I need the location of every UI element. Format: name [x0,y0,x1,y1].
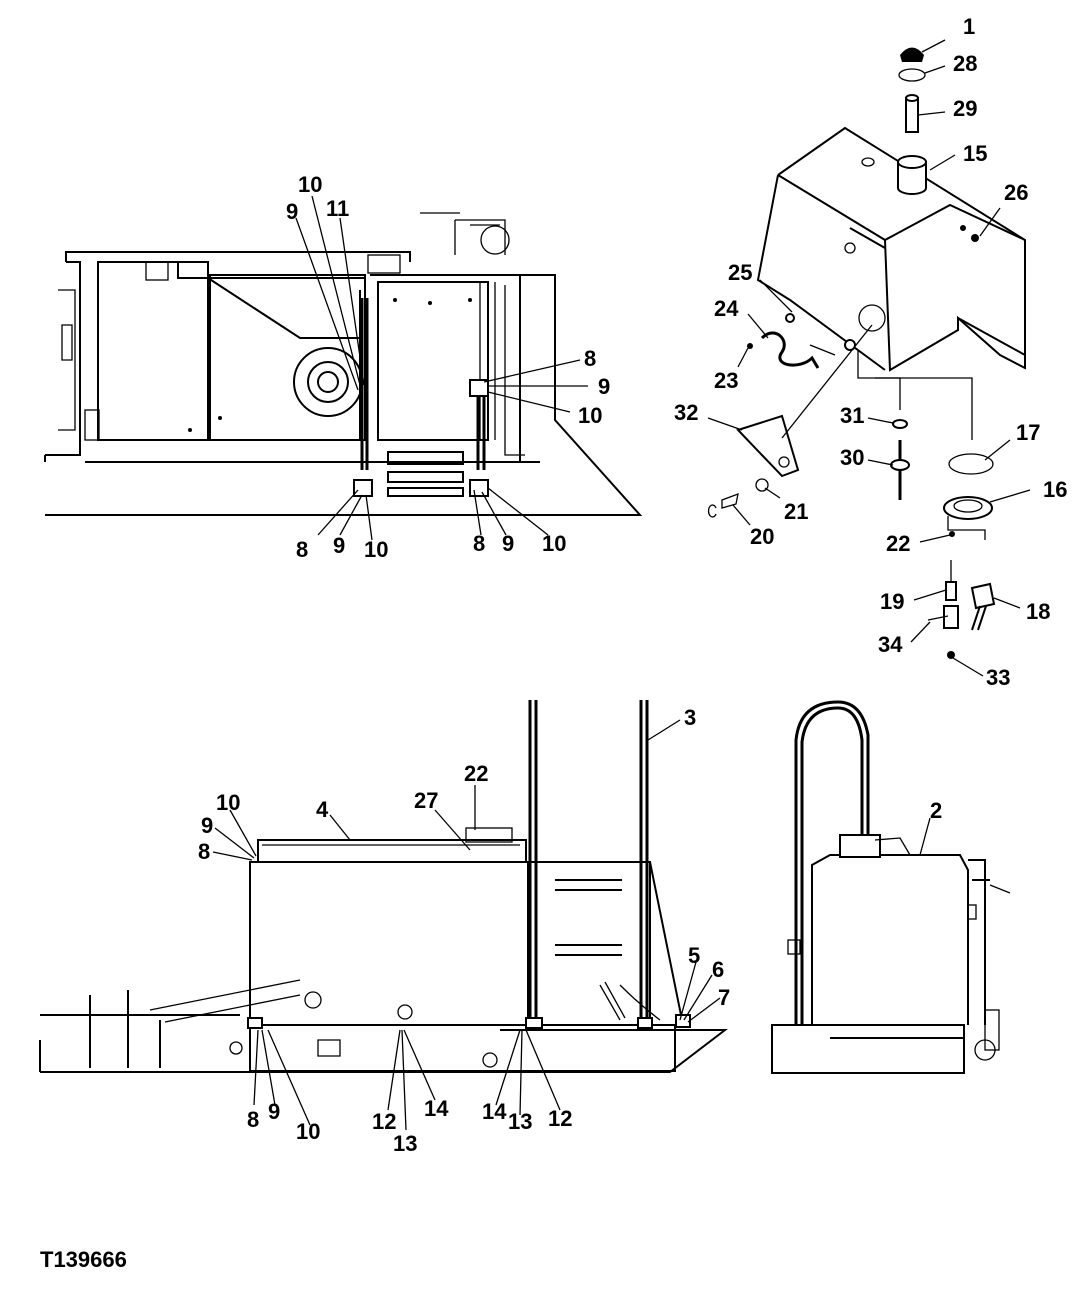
callout-13-side-left: 13 [393,1131,417,1156]
callout-9-plan-top: 9 [286,199,298,224]
callout-24: 24 [714,296,739,321]
callout-8-plan-right: 8 [584,346,596,371]
callout-21: 21 [784,499,808,524]
callout-31: 31 [840,403,864,428]
callout-17: 17 [1016,420,1040,445]
callout-16: 16 [1043,477,1067,502]
callout-1: 1 [963,14,975,39]
callout-8-side-top: 8 [198,839,210,864]
callout-9-side-top: 9 [201,813,213,838]
callout-20: 20 [750,524,774,549]
callout-6: 6 [712,957,724,982]
callout-10-side-bottom: 10 [296,1119,320,1144]
callout-8-plan-bottom-left: 8 [296,537,308,562]
callout-18: 18 [1026,599,1050,624]
callout-27: 27 [414,788,438,813]
callout-32: 32 [674,400,698,425]
callout-labels: 1 28 29 15 26 25 24 23 32 31 30 17 16 21… [40,14,1067,1272]
tank-exploded-view [707,47,1026,659]
callout-10-plan-bottom-left: 10 [364,537,388,562]
callout-25: 25 [728,260,752,285]
callout-11: 11 [326,196,349,221]
tank-end-view [771,700,1011,1074]
callout-12-side-right: 12 [548,1106,572,1131]
callout-2: 2 [930,798,942,823]
callout-10-plan-top: 10 [298,172,322,197]
callout-28: 28 [953,51,977,76]
figure-id: T139666 [40,1247,127,1272]
callout-19: 19 [880,589,904,614]
callout-13-side-right: 13 [508,1109,532,1134]
callout-30: 30 [840,445,864,470]
callout-14-side-left: 14 [424,1096,449,1121]
callout-14-side-right: 14 [482,1099,507,1124]
callout-22-side: 22 [464,761,488,786]
callout-12-side-left: 12 [372,1109,396,1134]
callout-8-side-bottom: 8 [247,1107,259,1132]
callout-22-top: 22 [886,531,910,556]
callout-8-plan-bottom-right: 8 [473,531,485,556]
callout-10-plan-bottom-right: 10 [542,531,566,556]
tank-side-view [39,700,728,1073]
callout-5: 5 [688,943,700,968]
callout-9-plan-bottom-left: 9 [333,533,345,558]
frame-plan-view [44,212,643,516]
callout-3: 3 [684,705,696,730]
callout-33: 33 [986,665,1010,690]
callout-34: 34 [878,632,903,657]
callout-4: 4 [316,797,329,822]
callout-9-plan-bottom-right: 9 [502,531,514,556]
callout-7: 7 [718,985,730,1010]
callout-9-plan-right: 9 [598,374,610,399]
leader-lines [212,39,1031,1131]
callout-23: 23 [714,368,738,393]
callout-9-side-bottom: 9 [268,1099,280,1124]
callout-26: 26 [1004,180,1028,205]
callout-15: 15 [963,141,987,166]
callout-10-plan-right: 10 [578,403,602,428]
callout-29: 29 [953,96,977,121]
callout-10-side-top: 10 [216,790,240,815]
